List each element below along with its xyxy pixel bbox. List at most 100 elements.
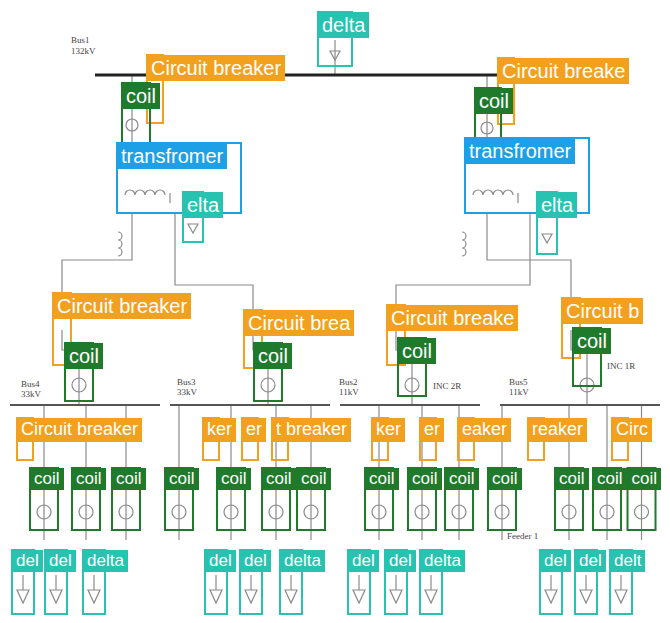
coil-tag: coil	[488, 468, 522, 490]
delta-tag: del	[240, 550, 271, 572]
delta-symbol	[330, 51, 340, 60]
wire	[487, 213, 571, 300]
wire	[215, 575, 216, 590]
delta-symbol	[285, 590, 297, 603]
delta-tag: del	[45, 550, 76, 572]
breaker-tag: Circuit brea	[244, 310, 354, 336]
tag-text: transfromer	[121, 144, 223, 168]
breaker-tag: Circuit breaker	[53, 293, 191, 319]
tag-text: delta	[284, 551, 321, 571]
breaker-tag: eaker	[458, 418, 511, 442]
tag-text: coil	[369, 469, 395, 489]
breaker-tag: er	[420, 418, 444, 442]
tag-text: del	[389, 551, 412, 571]
coil-tag: coil	[555, 468, 589, 490]
tag-text: coil	[266, 469, 292, 489]
transformer-tag: transfromer	[465, 138, 575, 164]
coil-tag: coil	[365, 468, 399, 490]
bus-bar	[340, 404, 480, 406]
tag-text: elta	[541, 193, 573, 217]
wire	[93, 575, 94, 590]
delta-symbol	[580, 590, 592, 603]
transformer-tag: transfromer	[117, 143, 227, 169]
wire	[396, 213, 530, 307]
coil-tag: coil	[122, 83, 160, 109]
ct-symbol	[452, 505, 466, 519]
delta-symbol	[210, 590, 222, 603]
wire	[290, 575, 291, 590]
ct-symbol	[224, 505, 238, 519]
tag-text: transfromer	[469, 139, 571, 163]
tag-text: del	[49, 551, 72, 571]
delta-symbol	[188, 224, 198, 233]
tag-text: Circuit breaker	[21, 419, 138, 441]
tag-text: del	[579, 551, 602, 571]
tag-text: coil	[559, 469, 585, 489]
diagram-label: 132kV	[70, 47, 97, 57]
diagram-label: Feeder 1	[506, 532, 539, 542]
ct-symbol	[37, 505, 51, 519]
tag-text: coil	[449, 469, 475, 489]
tag-text: er	[246, 419, 262, 441]
wire	[585, 575, 586, 590]
diagram-label: 11kV	[338, 388, 360, 398]
coil-tag: coil	[72, 468, 106, 490]
tag-text: del	[209, 551, 232, 571]
tag-text: delta	[322, 13, 365, 37]
breaker-tag: er	[242, 418, 266, 442]
tag-text: Circuit breake	[502, 59, 625, 83]
tag-text: coil	[402, 339, 432, 363]
coil-tag: coil	[165, 468, 199, 490]
ct-symbol	[562, 505, 576, 519]
tag-text: coil	[221, 469, 247, 489]
tag-text: delta	[424, 551, 461, 571]
coil-tag: coil	[254, 343, 292, 369]
tag-text: delta	[87, 551, 124, 571]
ct-symbol	[495, 505, 509, 519]
breaker-tag: Circuit breake	[498, 58, 629, 84]
diagram-label: Bus3	[176, 378, 197, 388]
wire	[62, 212, 132, 300]
tag-text: t breaker	[276, 419, 347, 441]
ct-symbol	[304, 505, 318, 519]
delta-tag: delt	[610, 550, 645, 572]
coil-tag: coil	[573, 328, 611, 354]
tag-text: coil	[301, 469, 327, 489]
tag-text: coil	[258, 344, 288, 368]
delta-tag: del	[540, 550, 571, 572]
bus-bar	[10, 404, 160, 406]
delta-tag: delta	[280, 550, 325, 572]
tag-text: del	[352, 551, 375, 571]
delta-tag: delta	[83, 550, 128, 572]
delta-symbol	[425, 590, 437, 603]
breaker-tag: Circ	[612, 418, 652, 442]
tag-text: Circuit brea	[248, 311, 350, 335]
tag-text: Circuit breake	[391, 306, 514, 330]
breaker-tag: ker	[203, 418, 236, 442]
delta-symbol	[353, 590, 365, 603]
breaker-tag: ker	[372, 418, 405, 442]
ct-symbol	[261, 378, 275, 392]
ct-symbol	[405, 378, 419, 392]
bus-bar	[500, 404, 660, 406]
tag-text: coil	[412, 469, 438, 489]
ct-symbol	[600, 505, 614, 519]
breaker-tag: t breaker	[272, 418, 351, 442]
delta-symbol	[245, 590, 257, 603]
delta-symbol	[542, 234, 552, 243]
tag-text: er	[424, 419, 440, 441]
delta-tag: elta	[537, 192, 577, 218]
diagram-label: Bus4	[20, 380, 41, 390]
coil-tag: coil	[398, 338, 436, 364]
coil-tag: coil	[262, 468, 296, 490]
ct-symbol	[126, 119, 138, 131]
breaker-tag: Circuit breaker	[147, 55, 285, 81]
earthing-coil	[118, 232, 122, 256]
tag-text: delt	[614, 551, 641, 571]
diagram-label: 33kV	[20, 390, 42, 400]
delta-symbol	[390, 590, 402, 603]
tag-text: coil	[492, 469, 518, 489]
earthing-coil	[462, 232, 466, 256]
delta-tag: del	[205, 550, 236, 572]
ct-symbol	[269, 505, 283, 519]
